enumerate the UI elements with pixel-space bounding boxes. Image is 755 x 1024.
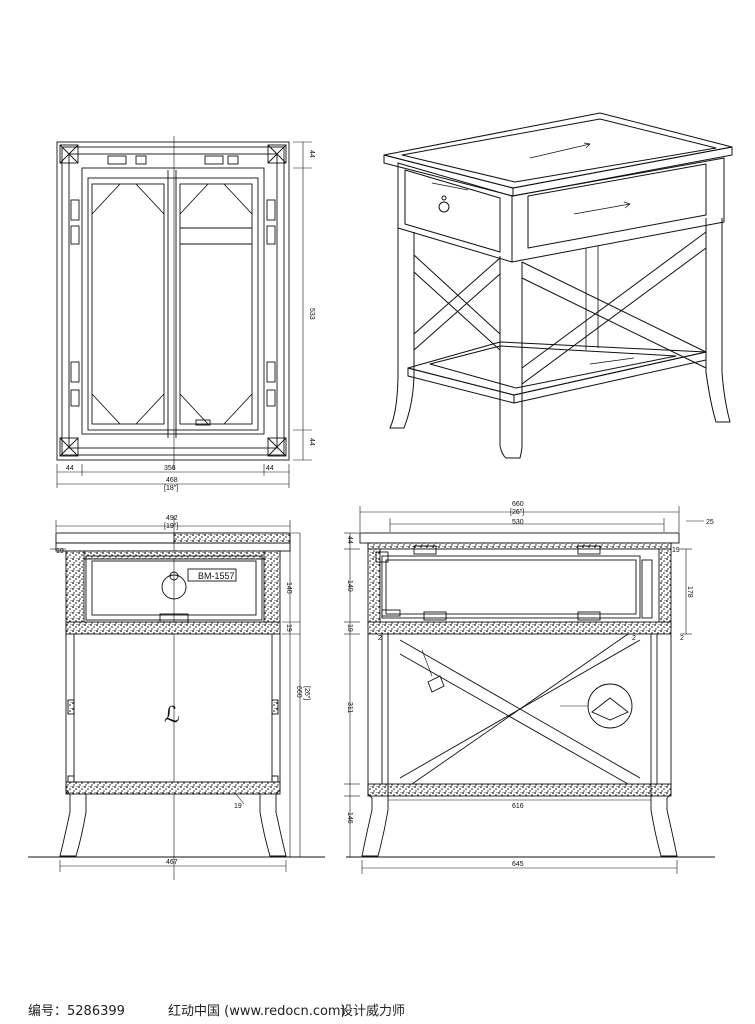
front-drawer-h: 140 bbox=[285, 582, 292, 594]
side-h2b: 2 bbox=[632, 635, 636, 642]
side-h44: 44 bbox=[346, 536, 353, 544]
dim-top-44: 44 bbox=[308, 150, 315, 158]
footer: 编号：5286399 红动中国 (www.redocn.com) 设计威力师 bbox=[0, 992, 755, 1024]
side-h19b: 19 bbox=[672, 547, 680, 554]
front-rail-a: 19 bbox=[56, 548, 64, 555]
dim-inner: 356 bbox=[164, 465, 176, 472]
front-logo: ℒ bbox=[164, 702, 180, 727]
front-rail-c: 19 bbox=[234, 803, 242, 810]
front-rail-b: 19 bbox=[285, 624, 292, 632]
front-top-dim-inch: [19"] bbox=[164, 523, 178, 530]
side-h2a: 2 bbox=[378, 635, 382, 642]
side-h146: 146 bbox=[346, 812, 353, 824]
dim-total: 468 bbox=[166, 477, 178, 484]
dim-total-inch: [18"] bbox=[164, 485, 178, 492]
front-total-h: 660 bbox=[295, 686, 302, 698]
dim-bottom-44: 44 bbox=[308, 438, 315, 446]
side-h311: 311 bbox=[346, 702, 353, 713]
side-bottom-dim: 645 bbox=[512, 861, 524, 868]
front-model-label: BM-1557 bbox=[198, 571, 235, 581]
side-view-labels: 660 [26"] 530 25 44 140 19 311 146 19 17… bbox=[346, 501, 714, 868]
side-shelf-dim: 616 bbox=[512, 803, 524, 810]
side-total-dim-inch: [26"] bbox=[510, 509, 524, 516]
side-top-offset: 25 bbox=[706, 519, 714, 526]
front-view bbox=[28, 516, 325, 880]
side-h178: 178 bbox=[686, 586, 693, 598]
side-total-dim: 660 bbox=[512, 501, 524, 508]
dim-side-right: 44 bbox=[266, 465, 274, 472]
dim-height: 533 bbox=[308, 308, 315, 320]
side-inner-dim: 530 bbox=[512, 519, 524, 526]
front-bottom-dim: 467 bbox=[166, 859, 178, 866]
footer-service: 设计威力师 bbox=[340, 1004, 406, 1019]
dim-side-left: 44 bbox=[66, 465, 74, 472]
footer-site: 红动中国 (www.redocn.com) bbox=[168, 1004, 346, 1019]
side-h2c: 2 bbox=[680, 635, 684, 642]
side-view bbox=[344, 506, 715, 874]
footer-id: 编号：5286399 bbox=[28, 1004, 125, 1019]
front-total-h-inch: [26"] bbox=[303, 686, 310, 700]
front-view-labels: 492 [19"] 19 BM-1557 ℒ 140 19 660 [26"] … bbox=[56, 515, 310, 866]
top-plan-view bbox=[56, 136, 312, 488]
front-top-dim: 492 bbox=[166, 515, 178, 522]
side-h140: 140 bbox=[346, 580, 353, 592]
perspective-view bbox=[383, 112, 733, 459]
top-plan-dim-labels: 44 356 44 468 [18"] 533 44 44 bbox=[66, 150, 315, 492]
side-h19a: 19 bbox=[346, 624, 353, 632]
